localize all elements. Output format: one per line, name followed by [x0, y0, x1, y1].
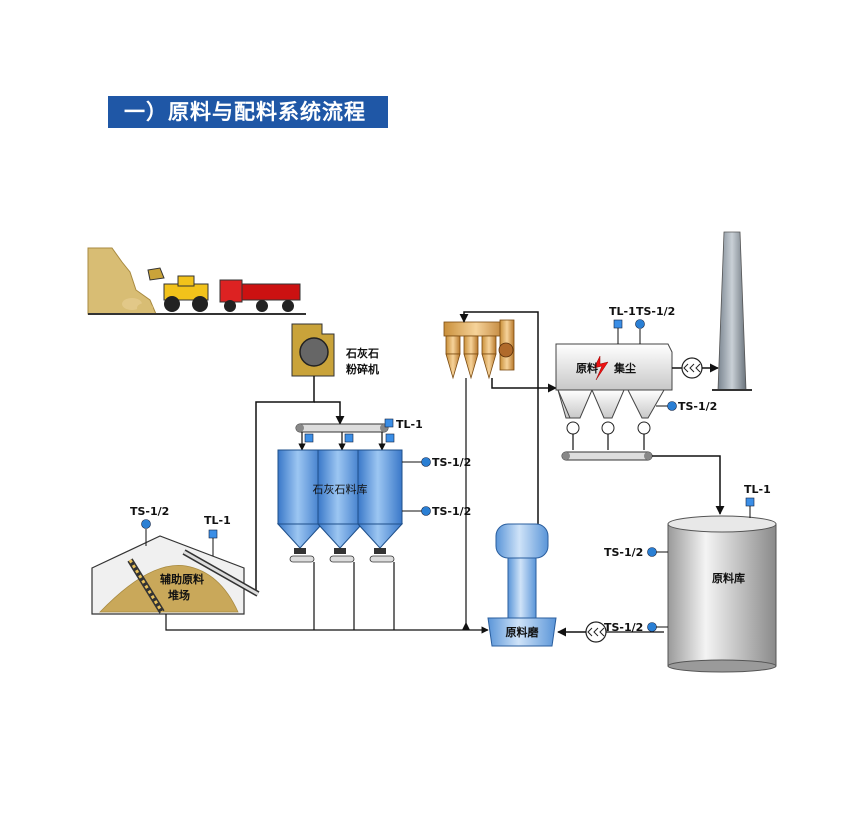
silo-ts-upper-label: TS-1/2	[432, 456, 471, 469]
dust-collector	[555, 343, 673, 435]
raw-mill	[487, 523, 557, 647]
aux-material-yard	[91, 535, 260, 615]
yard-tl-sensor	[208, 529, 218, 539]
raw-mill-label: 原料磨	[506, 625, 540, 639]
dust-collector-label-left: 原料	[576, 361, 598, 375]
silo-tl-sensor	[384, 418, 394, 428]
storage-tl-sensor	[745, 497, 755, 507]
chimney	[712, 231, 752, 391]
page-title: 一）原料与配料系统流程	[108, 96, 388, 128]
storage-ts-lower-label: TS-1/2	[604, 621, 643, 634]
silo-ts-lower-label: TS-1/2	[432, 505, 471, 518]
silo-ts-upper-sensor	[421, 457, 431, 467]
dust-collector-label-right: 集尘	[613, 361, 636, 375]
yard-ts-label: TS-1/2	[130, 505, 169, 518]
limestone-silo-label: 石灰石料库	[313, 482, 368, 496]
dc-ts-top-label: TS-1/2	[636, 305, 675, 318]
silo-tl-label: TL-1	[396, 418, 423, 431]
silo-feeders	[289, 555, 395, 563]
dc-tl-label: TL-1	[609, 305, 636, 318]
raw-storage-label: 原料库	[712, 571, 745, 585]
exhaust-fan	[681, 357, 703, 379]
limestone-silos	[276, 449, 404, 554]
cyclone-separator	[443, 319, 515, 380]
yard-tl-label: TL-1	[204, 514, 231, 527]
silo-ts-lower-sensor	[421, 506, 431, 516]
raw-material-storage	[667, 515, 777, 673]
wheel-loader	[147, 267, 209, 312]
aux-yard-label-line1: 辅助原料	[160, 572, 204, 586]
storage-ts-upper-label: TS-1/2	[604, 546, 643, 559]
storage-ts-lower-sensor	[647, 622, 657, 632]
storage-ts-upper-sensor	[647, 547, 657, 557]
crusher-label-line1: 石灰石	[345, 346, 379, 360]
dump-truck	[219, 279, 301, 312]
silo-feed-conveyor	[295, 423, 389, 433]
dc-ts-top-sensor	[635, 319, 645, 329]
dc-ts-side-sensor	[667, 401, 677, 411]
mill-fan	[585, 621, 607, 643]
yard-ts-sensor	[141, 519, 151, 529]
dc-tl-sensor	[613, 319, 623, 329]
crusher-label-line2: 粉碎机	[346, 362, 379, 376]
storage-tl-label: TL-1	[744, 483, 771, 496]
dc-ts-side-label: TS-1/2	[678, 400, 717, 413]
dust-return-conveyor	[561, 451, 653, 461]
aux-yard-label-line2: 堆场	[168, 588, 190, 602]
quarry-rock-face	[87, 247, 306, 315]
limestone-crusher	[291, 323, 335, 392]
